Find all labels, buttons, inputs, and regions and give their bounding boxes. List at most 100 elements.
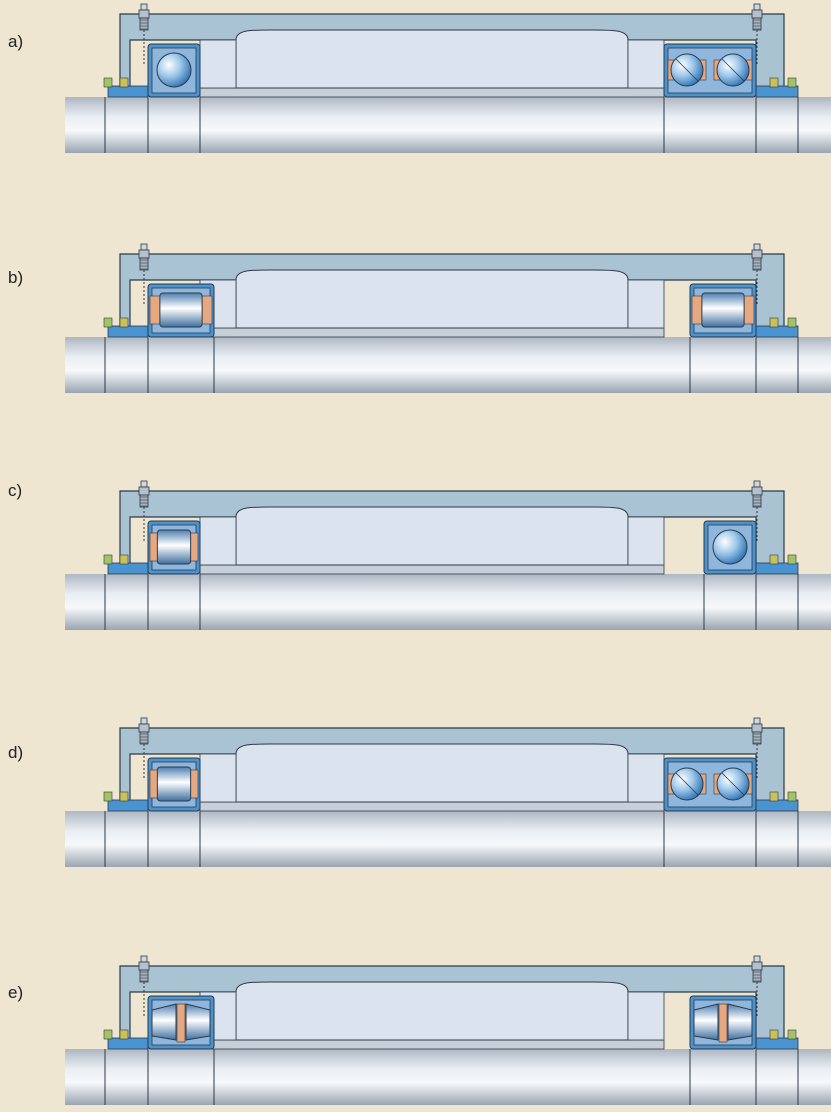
seal [787,791,797,802]
arrangement-drawing [65,480,831,630]
arrangement-drawing [65,243,831,393]
shaft [65,337,831,393]
seal [769,317,779,328]
seal [787,554,797,565]
grease-fitting-icon [751,480,763,543]
arrangement-drawing [65,3,831,153]
seal [103,77,113,88]
panel-label: a) [8,32,24,51]
cylindrical-roller-icon [159,292,203,328]
arrangement-panel: b) [0,240,831,400]
seal [103,791,113,802]
panel-label: b) [8,268,24,287]
arrangement-panel: e) [0,952,831,1112]
shaft [65,574,831,630]
ball-icon [156,52,192,88]
spherical-roller-bearing-right [689,995,757,1050]
housing-cavity [235,506,629,566]
end-cover-right [755,85,799,98]
housing-cavity [199,516,237,566]
end-cover-left [107,562,149,575]
grease-fitting-icon [138,3,150,66]
grease-fitting-icon [138,717,150,780]
housing-cavity [199,753,237,803]
arrangement-panel: a) [0,0,831,160]
grease-fitting-icon [138,243,150,306]
spherical-roller-icon [727,1003,753,1041]
spherical-roller-bearing-left [147,995,215,1050]
seal [769,791,779,802]
grease-fitting-icon [751,717,763,780]
housing-cavity [235,743,629,803]
ball-icon [712,529,748,565]
arrangement-panel: c) [0,477,831,637]
housing-cavity [235,269,629,329]
shaft [65,1049,831,1105]
shaft-shoulder [199,801,665,812]
ball-bearing-left [147,43,201,98]
seal [119,317,129,328]
arrangement-drawing [65,955,831,1105]
grease-fitting-icon [751,955,763,1018]
roller-bearing-left [147,757,201,812]
spherical-roller-icon [693,1003,719,1041]
cage [176,1003,186,1043]
seal [787,317,797,328]
roller-bearing-left [147,520,201,575]
end-cover-left [107,1037,149,1050]
seal [769,1029,779,1040]
housing-cavity [627,279,665,329]
cylindrical-roller-icon [156,529,192,565]
end-cover-left [107,85,149,98]
seal [103,554,113,565]
housing-cavity [627,39,665,89]
end-cover-right [755,325,799,338]
double-ball-bearing-right [663,43,757,98]
seal [119,77,129,88]
housing-cavity [627,516,665,566]
cage [718,1003,728,1043]
seal [119,791,129,802]
seal [103,1029,113,1040]
shaft-shoulder [199,87,665,98]
arrangement-panel: d) [0,714,831,874]
spherical-roller-icon [151,1003,177,1041]
end-cover-left [107,325,149,338]
shaft-shoulder [199,327,665,338]
housing-cavity [235,29,629,89]
seal [769,554,779,565]
grease-fitting-icon [138,955,150,1018]
ball-bearing-right [703,520,757,575]
seal [119,554,129,565]
roller-bearing-left [147,283,215,338]
end-cover-right [755,562,799,575]
cylindrical-roller-icon [156,766,192,802]
shaft-shoulder [199,1039,665,1050]
seal [103,317,113,328]
panel-label: c) [8,481,23,500]
end-cover-right [755,1037,799,1050]
seal [769,77,779,88]
panel-label: e) [8,983,24,1002]
grease-fitting-icon [751,243,763,306]
seal [119,1029,129,1040]
grease-fitting-icon [751,3,763,66]
housing-cavity [199,39,237,89]
housing-cavity [235,981,629,1041]
housing-cavity [627,753,665,803]
end-cover-left [107,799,149,812]
housing-cavity [627,991,665,1041]
panel-label: d) [8,743,24,762]
grease-fitting-icon [138,480,150,543]
seal [787,77,797,88]
spherical-roller-icon [185,1003,211,1041]
double-ball-bearing-right [663,757,757,812]
arrangement-drawing [65,717,831,867]
cylindrical-roller-icon [701,292,745,328]
shaft-shoulder [199,564,665,575]
end-cover-right [755,799,799,812]
seal [787,1029,797,1040]
shaft [65,811,831,867]
shaft [65,97,831,153]
roller-bearing-right [689,283,757,338]
